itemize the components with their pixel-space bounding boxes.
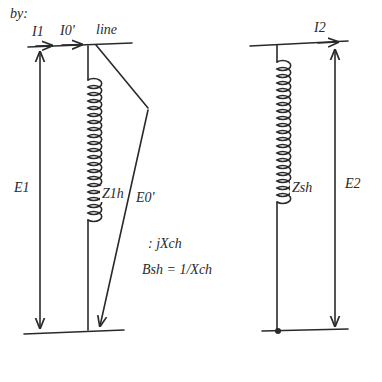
bus-line: [250, 41, 348, 46]
current-label: I1: [30, 24, 46, 40]
node-dot: [275, 328, 281, 334]
voltage-label: E0': [134, 190, 157, 206]
voltage-arrow: [100, 110, 148, 326]
line-label: line: [94, 22, 119, 38]
bus-line: [28, 43, 132, 47]
ground-line: [262, 329, 348, 331]
wire: [276, 202, 278, 330]
current-arrow: [36, 45, 52, 47]
voltage-arrow: [334, 50, 336, 326]
current-arrow: [62, 44, 82, 46]
susceptance-note: Bsh = 1/Xch: [140, 262, 214, 278]
voltage-label: E1: [12, 180, 32, 196]
author-note: by:: [8, 6, 30, 22]
impedance-label: Zsh: [290, 180, 314, 196]
reactance-note: : jXch: [146, 236, 184, 252]
wire: [87, 220, 89, 330]
wire: [96, 45, 148, 108]
current-label: I0': [58, 23, 77, 39]
ground-line: [24, 330, 124, 334]
wire: [87, 46, 89, 80]
wire: [276, 45, 278, 62]
inductor-symbol: [277, 61, 291, 204]
voltage-arrow: [39, 52, 41, 328]
voltage-label: E2: [343, 176, 363, 192]
impedance-label: Z1h: [100, 186, 126, 202]
current-arrow: [318, 42, 338, 43]
current-label: I2: [312, 20, 328, 36]
